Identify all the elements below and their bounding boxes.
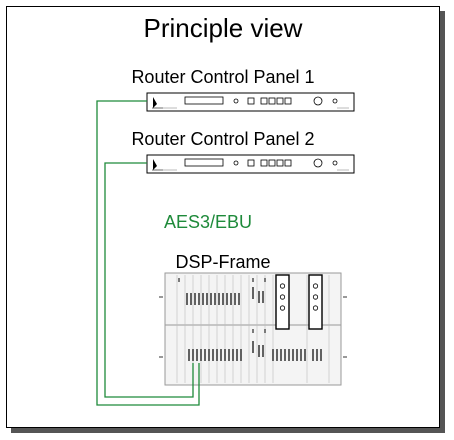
router-control-panel-1-label: Router Control Panel 1 [131, 67, 315, 87]
diagram-canvas [96, 92, 355, 406]
router-control-panel-2-label: Router Control Panel 2 [131, 129, 315, 149]
dsp-frame-device [159, 272, 347, 386]
diagram-title: Principle view [143, 13, 303, 43]
router-control-panel-1-device [146, 92, 355, 112]
aes3-ebu-label: AES3/EBU [164, 212, 253, 232]
router-control-panel-2-device [146, 154, 355, 174]
diagram-frame: Principle view Router Control Panel 1 Ro… [6, 6, 440, 428]
aes3-ebu-connections [96, 100, 200, 406]
dsp-frame-label: DSP-Frame [175, 252, 271, 272]
